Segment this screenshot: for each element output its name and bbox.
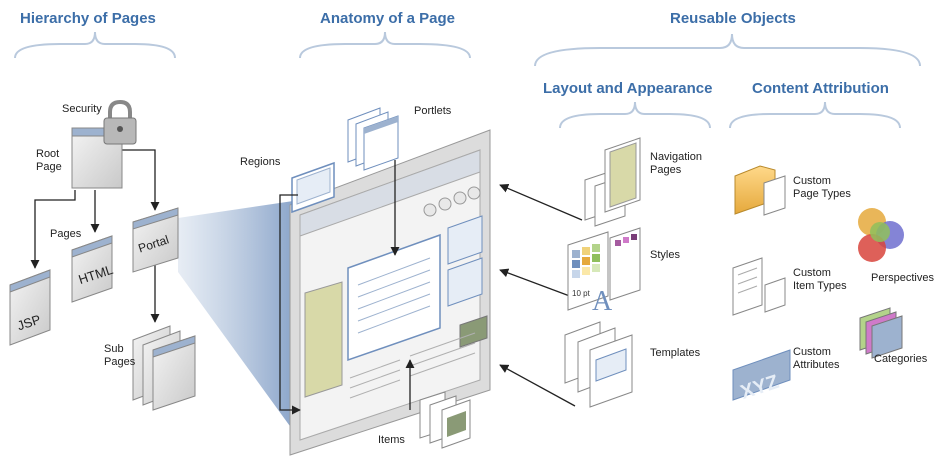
styles-size-text: 10 pt <box>572 289 591 298</box>
center-region <box>347 233 441 362</box>
label-custom-page-types: Custom Page Types <box>793 175 851 200</box>
lock-icon <box>103 99 137 145</box>
label-regions: Regions <box>240 156 281 168</box>
label-templates: Templates <box>650 347 701 359</box>
hierarchy-connectors <box>30 149 160 323</box>
heading-reusable-objects: Reusable Objects <box>670 10 796 27</box>
layout-connectors <box>499 184 583 407</box>
anatomy-connectors <box>279 160 415 415</box>
custom-item-types-icon <box>732 257 786 316</box>
navigation-pages-icon <box>584 137 641 227</box>
photo-image <box>459 315 488 348</box>
label-sub-pages: Sub Pages <box>104 343 136 368</box>
html-page-icon <box>71 235 113 303</box>
anatomy-page <box>289 129 491 456</box>
jsp-page-icon <box>9 269 51 346</box>
brace-hierarchy <box>14 31 176 59</box>
label-items: Items <box>378 434 405 446</box>
label-categories: Categories <box>874 353 928 365</box>
brace-reusable <box>534 33 921 67</box>
label-security: Security <box>62 103 102 115</box>
zoom-beam <box>178 200 300 440</box>
label-styles: Styles <box>650 249 680 261</box>
right-region-top <box>447 215 483 265</box>
perspectives-icon <box>858 208 904 262</box>
folder-icon <box>734 165 786 216</box>
left-region <box>304 281 343 398</box>
label-pages: Pages <box>50 228 82 240</box>
brace-content <box>729 101 901 129</box>
xyz-block-icon <box>732 349 791 401</box>
regions-icon <box>291 161 335 214</box>
brace-anatomy <box>299 31 471 59</box>
styles-letter-a: A <box>592 286 613 317</box>
heading-content-attribution: Content Attribution <box>752 80 889 97</box>
portlets-icon <box>347 107 399 171</box>
right-region-bottom <box>447 257 483 307</box>
label-custom-item-types: Custom Item Types <box>793 267 847 292</box>
items-icon <box>419 391 471 449</box>
heading-anatomy-of-a-page: Anatomy of a Page <box>320 10 456 27</box>
portal-page-icon <box>132 207 179 273</box>
label-root-page: Root Page <box>36 148 62 173</box>
label-portlets: Portlets <box>414 105 452 117</box>
styles-icon <box>567 227 641 311</box>
categories-icon <box>859 307 903 359</box>
heading-hierarchy-of-pages: Hierarchy of Pages <box>20 10 156 27</box>
templates-icon <box>564 321 633 408</box>
brace-layout <box>559 101 711 129</box>
label-perspectives: Perspectives <box>871 272 934 284</box>
label-custom-attributes: Custom Attributes <box>793 346 840 371</box>
heading-layout-and-appearance: Layout and Appearance <box>543 80 713 97</box>
label-navigation-pages: Navigation Pages <box>650 151 702 176</box>
sub-pages-icon <box>132 325 196 411</box>
